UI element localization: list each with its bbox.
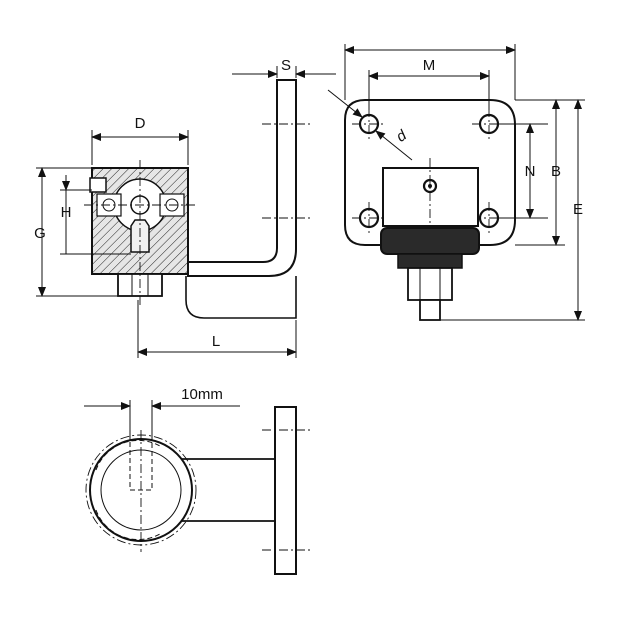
bottom-view: 10mm: [84, 386, 310, 575]
base-plate: [380, 227, 480, 255]
dim-label-g: G: [34, 225, 46, 242]
dim-label-slot-width: 10mm: [181, 386, 223, 403]
dim-label-b: B: [551, 163, 561, 180]
front-view: M d N B E: [327, 44, 585, 321]
stud-end: [419, 299, 441, 321]
bottom-arm: [182, 458, 276, 522]
bracket-lower-arm: [185, 276, 297, 319]
nut-front: [407, 267, 453, 301]
dim-label-m: M: [423, 57, 436, 74]
bracket-side-view: S L: [137, 57, 336, 358]
stud-collar: [397, 253, 463, 269]
housing-front: [382, 167, 479, 227]
dim-label-h: H: [61, 204, 72, 221]
dim-label-n: N: [525, 163, 536, 180]
grease-nipple: [89, 177, 107, 193]
side-section-view: D G H: [34, 115, 196, 305]
bottom-plate: [274, 406, 297, 575]
bracket-l-profile: [187, 79, 297, 277]
dim-label-l: L: [212, 333, 220, 350]
dim-label-e: E: [573, 201, 583, 218]
dim-label-s: S: [281, 57, 291, 74]
dim-label-d: D: [135, 115, 146, 132]
